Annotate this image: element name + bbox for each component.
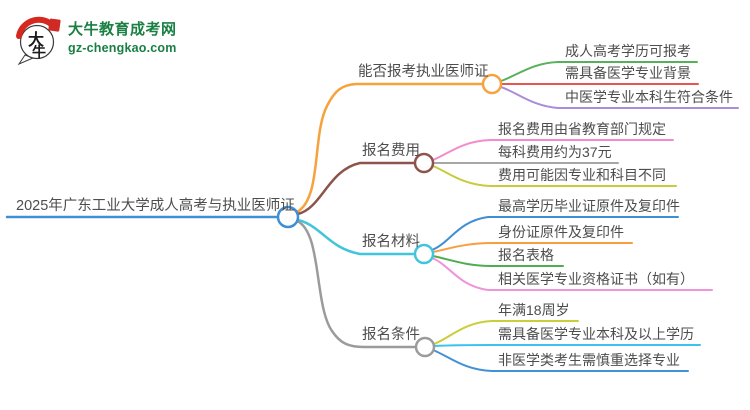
leaf-topic-b2c1[interactable]: 报名费用由省教育部门规定 [498, 120, 666, 137]
logo-bubble [19, 24, 55, 60]
branch-topic-conditions[interactable]: 报名条件 [362, 327, 420, 344]
branch-topic-fees[interactable]: 报名费用 [362, 143, 420, 160]
root-node-circle[interactable] [276, 205, 300, 229]
leaf-topic-b3c2[interactable]: 身份证原件及复印件 [498, 223, 624, 240]
leaf-line-b3c4 [431, 257, 713, 291]
logo-red-arc [16, 16, 54, 39]
site-logo: 大 牛 大牛教育成考网 gz-chengkao.com [12, 12, 177, 66]
leaf-topic-b3c1[interactable]: 最高学历毕业证原件及复印件 [498, 197, 680, 214]
leaf-line-b2c1 [432, 139, 674, 161]
branch-circle-exam-eligibility[interactable] [481, 73, 503, 95]
branch-topic-exam-eligibility[interactable]: 能否报考执业医师证 [358, 64, 489, 81]
leaf-line-b4c3 [432, 349, 689, 372]
leaf-topic-b1c3[interactable]: 中医学专业本科生符合条件 [565, 88, 733, 105]
leaf-line-b3c1 [431, 216, 679, 251]
branch-line-conditions [295, 219, 418, 349]
leaf-line-b3c2 [432, 242, 633, 253]
leaf-topic-b1c2[interactable]: 需具备医学专业背景 [565, 64, 691, 81]
leaf-line-b1c3 [500, 86, 739, 109]
logo-site-name: 大牛教育成考网 [68, 21, 177, 38]
leaf-line-b4c1 [433, 320, 579, 345]
daniu-logo-icon: 大 牛 [16, 16, 61, 66]
leaf-topic-b4c3[interactable]: 非医学类考生需慎重选择专业 [498, 351, 680, 368]
logo-red-seal [48, 18, 61, 32]
branch-line-fees [296, 161, 417, 216]
branch-topic-materials[interactable]: 报名材料 [362, 234, 420, 251]
logo-char-top: 大 [28, 30, 44, 49]
leaf-topic-b3c3[interactable]: 报名表格 [498, 246, 554, 263]
branch-circle-conditions[interactable] [414, 336, 436, 358]
leaf-line-b4c2 [433, 344, 701, 347]
leaf-topic-b4c1[interactable]: 年满18周岁 [498, 301, 570, 318]
branch-line-materials [296, 218, 417, 256]
leaf-topic-b4c2[interactable]: 需具备医学专业本科及以上学历 [498, 325, 694, 342]
leaf-topic-b2c3[interactable]: 费用可能因专业和科目不同 [498, 166, 666, 183]
leaf-line-b2c3 [432, 165, 677, 187]
leaf-topic-b2c2[interactable]: 每科费用约为37元 [498, 143, 612, 160]
leaf-topic-b3c4[interactable]: 相关医学专业资格证书（如有） [498, 270, 694, 287]
branch-circle-materials[interactable] [413, 243, 435, 265]
branch-line-exam-eligibility [295, 82, 485, 214]
leaf-topic-b1c1[interactable]: 成人高考学历可报考 [565, 42, 691, 59]
logo-site-domain: gz-chengkao.com [68, 41, 177, 55]
leaf-line-b1c1 [500, 61, 698, 82]
logo-char-bottom: 牛 [32, 44, 46, 60]
root-topic[interactable]: 2025年广东工业大学成人高考与执业医师证 [16, 198, 295, 215]
branch-circle-fees[interactable] [413, 152, 435, 174]
leaf-line-b3c3 [432, 255, 564, 267]
